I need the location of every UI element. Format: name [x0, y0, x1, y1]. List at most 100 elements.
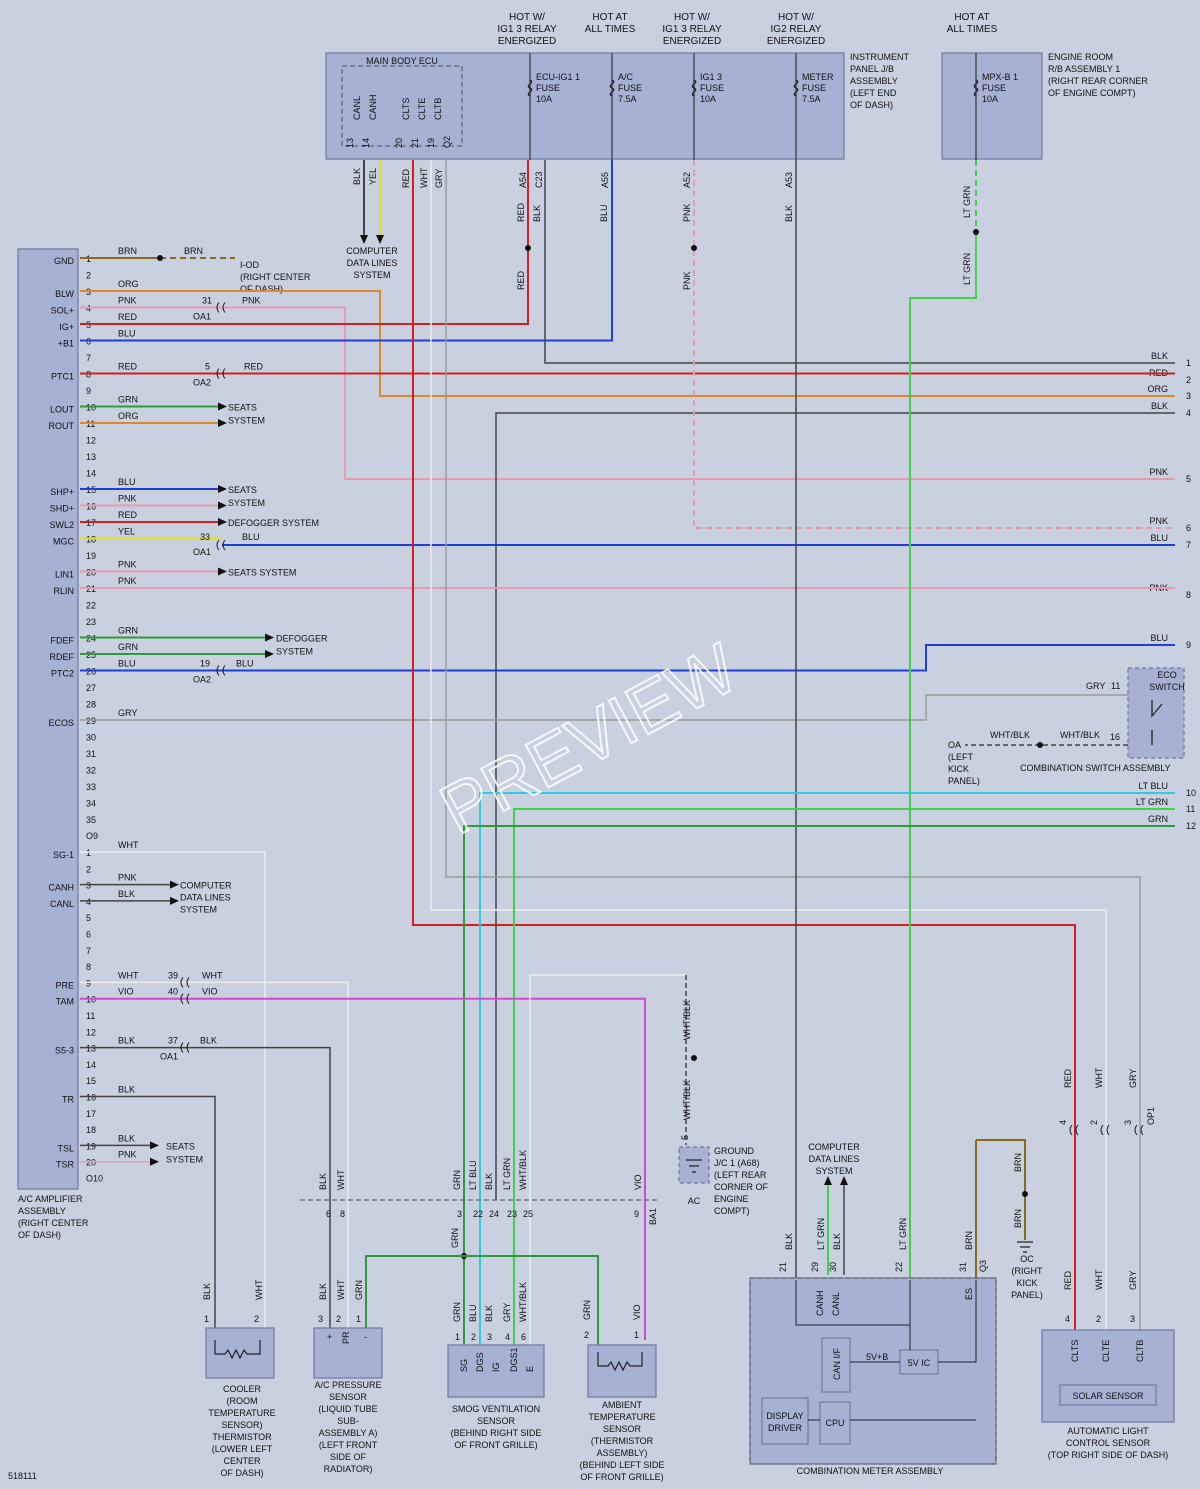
fuse-label: 10A — [982, 94, 998, 104]
ecu-pin-number: Q2 — [442, 136, 452, 148]
auto-light-sensor-label: (TOP RIGHT SIDE OF DASH) — [1048, 1450, 1169, 1460]
cooler-thermistor-label: THERMISTOR — [212, 1432, 272, 1442]
sensor-pin-label: CLTB — [1135, 1340, 1145, 1362]
wire-blk — [80, 1095, 216, 1330]
ac-amplifier-label: OF DASH) — [18, 1230, 61, 1240]
wire-color-label: PNK — [118, 560, 137, 570]
amp-pin-number: 1 — [86, 848, 91, 858]
splice-dot — [1037, 742, 1043, 748]
right-wire-number: 6 — [1186, 523, 1191, 533]
amp-pin-label: TSR — [56, 1160, 75, 1170]
pin-number: 3 — [1130, 1314, 1135, 1324]
ecu-pin-label: CLTE — [417, 98, 427, 120]
arrow-icon — [150, 1157, 159, 1166]
amp-pin-number: 22 — [86, 601, 96, 611]
pin-number: 23 — [507, 1209, 517, 1219]
wire-color-label: PNK — [242, 296, 261, 306]
right-wire-number: 12 — [1186, 821, 1196, 831]
wire-color-label: LT GRN — [962, 253, 972, 285]
meter-pin-label: CANH — [815, 1290, 825, 1316]
amp-pin-number: 19 — [86, 1141, 96, 1151]
pin-number: 2 — [254, 1314, 259, 1324]
fuse-label: FUSE — [618, 83, 642, 93]
amp-pin-label: LOUT — [50, 405, 75, 415]
wire-color-label: RED — [1063, 1068, 1073, 1088]
ac-pressure-sensor-label: (LIQUID TUBE — [318, 1404, 377, 1414]
right-wire-color: PNK — [1149, 467, 1168, 477]
splice-number: 37 — [168, 1036, 178, 1046]
system-label: SYSTEM — [276, 647, 313, 657]
wire-color-label: BLK — [318, 1173, 328, 1190]
header-note: ENERGIZED — [498, 36, 556, 47]
wire-color-label: WHT — [336, 1169, 346, 1190]
right-wire-number: 10 — [1186, 788, 1196, 798]
amp-pin-label: LIN1 — [55, 570, 74, 580]
wire-color-label: PNK — [118, 1150, 137, 1160]
pin-number: 5 — [680, 1135, 690, 1140]
wire-color-label: WHT/BLK — [682, 1080, 692, 1120]
ground-oa-label: OA — [948, 740, 961, 750]
fuse-label: 10A — [536, 94, 552, 104]
splice-number: 33 — [200, 532, 210, 542]
amp-pin-label: PTC1 — [51, 372, 74, 382]
ecu-pin-label: CLTB — [433, 98, 443, 120]
ac-amplifier-box — [17, 248, 79, 1190]
cooler-thermistor-label: TEMPERATURE — [208, 1408, 275, 1418]
pin-number: 22 — [894, 1262, 904, 1272]
ground-oc-label: KICK — [1016, 1278, 1037, 1288]
header-note: IG1 3 RELAY — [662, 24, 722, 35]
ambient-sensor-label: (THERMISTOR — [591, 1436, 654, 1446]
instrument-panel-jb-box — [325, 52, 845, 160]
pin-number: 3 — [487, 1332, 492, 1342]
wire-color-label: GRY — [1128, 1069, 1138, 1088]
ecu-pin-number: 13 — [345, 138, 355, 148]
engine-room-label: (RIGHT REAR CORNER — [1048, 76, 1148, 86]
system-label: SEATS SYSTEM — [228, 568, 296, 578]
connector-icon — [216, 665, 226, 676]
right-wire-color: PNK — [1149, 516, 1168, 526]
cooler-thermistor-box — [205, 1327, 275, 1379]
wire-color-label: WHT/BLK — [990, 730, 1030, 740]
wire-color-label: VIO — [632, 1304, 642, 1320]
sensor-pin-label: - — [364, 1332, 367, 1342]
fuse-icon — [973, 79, 979, 97]
wire-color-label: RED — [516, 202, 526, 222]
connector-id: 3 — [1123, 1120, 1133, 1125]
wire-pnk — [80, 306, 1175, 480]
fuse-label: MPX-B 1 — [982, 72, 1018, 82]
wire-color-label: BLU — [118, 477, 136, 487]
wire-color-label: WHT — [254, 1279, 264, 1300]
wire-wht — [430, 160, 1107, 1330]
wire-color-label: GRN — [450, 1228, 460, 1248]
connector-icon — [1100, 1124, 1110, 1136]
computer-data-label: SYSTEM — [815, 1166, 852, 1176]
amp-pin-number: 13 — [86, 452, 96, 462]
combination-meter-label: COMBINATION METER ASSEMBLY — [797, 1466, 944, 1476]
wire-color-label: BLU — [236, 659, 254, 669]
amp-pin-number: 5 — [86, 913, 91, 923]
wire-color-label: BLU — [118, 329, 136, 339]
wire-color-label: WHT/BLK — [518, 1282, 528, 1322]
wire-color-label: WHT — [1094, 1269, 1104, 1290]
header-note: HOT W/ — [674, 12, 710, 23]
wire-color-label: LT GRN — [502, 1158, 512, 1190]
fuse-label: FUSE — [700, 83, 724, 93]
amp-pin-number: 30 — [86, 733, 96, 743]
pin-number: 31 — [958, 1262, 968, 1272]
ground-oc-label: (RIGHT — [1012, 1266, 1043, 1276]
wire-color-label: WHT/BLK — [1060, 730, 1100, 740]
pin-number: 30 — [828, 1262, 838, 1272]
right-wire-color: ORG — [1147, 384, 1168, 394]
wire-color-label: WHT/BLK — [518, 1150, 528, 1190]
amp-pin-number: 12 — [86, 436, 96, 446]
arrow-icon — [150, 1141, 159, 1150]
wire-color-label: BRN — [964, 1231, 974, 1250]
splice-number: 5 — [205, 362, 210, 372]
wire-color-label: ORG — [118, 411, 139, 421]
diagram-id: 518111 — [8, 1471, 37, 1481]
splice-id: OA1 — [193, 312, 211, 322]
wire-color-label: BLK — [484, 1173, 494, 1190]
ac-pressure-sensor-label: SENSOR — [329, 1392, 368, 1402]
ground-ac-label: CORNER OF — [714, 1182, 769, 1192]
amp-pin-number: 20 — [86, 1158, 96, 1168]
